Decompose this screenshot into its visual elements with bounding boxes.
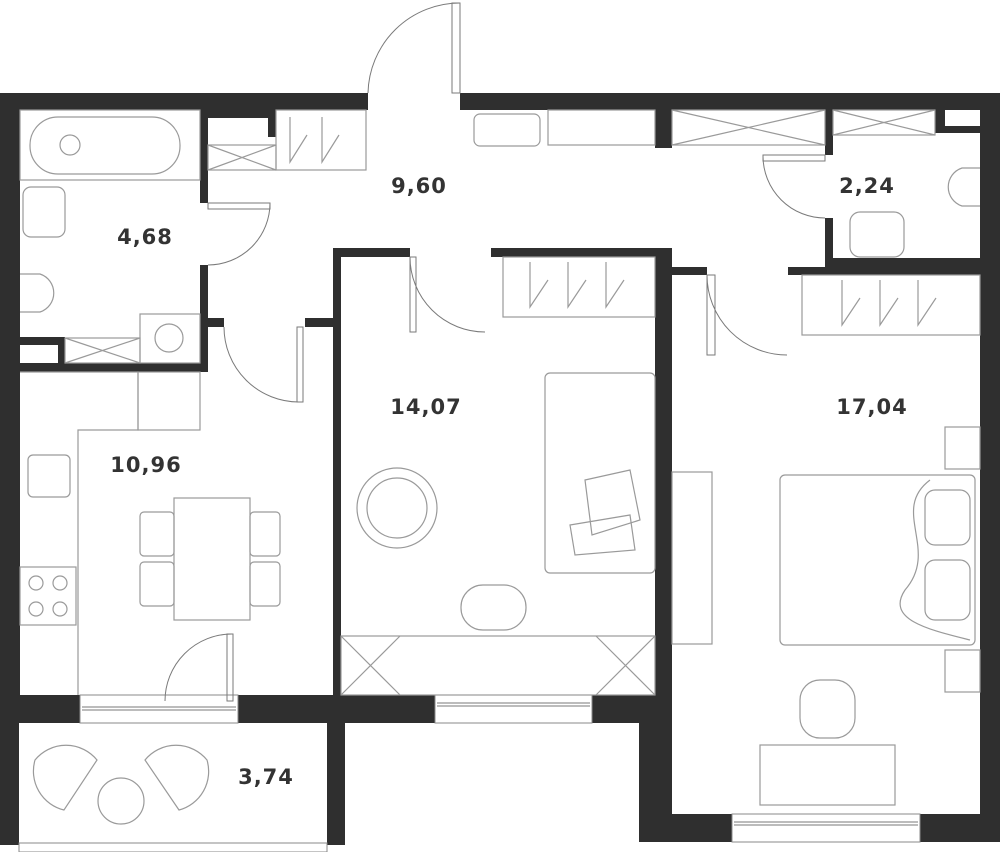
room-area-balcony: 3,74 [238, 765, 294, 789]
toilet-wc [947, 167, 980, 207]
room-area-toilet: 2,24 [839, 174, 895, 198]
room-wardrobe [502, 256, 656, 318]
bed [779, 474, 976, 646]
doors [164, 2, 826, 702]
room-chair [460, 584, 527, 631]
bedroom-desk [759, 744, 896, 806]
stove [19, 566, 77, 626]
room-area-bathroom: 4,68 [117, 225, 173, 249]
balcony-window [18, 842, 328, 852]
bedroom-wardrobe [801, 274, 981, 336]
windows [18, 694, 921, 852]
bathtub [19, 109, 201, 181]
room-area-hall: 9,60 [391, 174, 447, 198]
bathroom-toilet [20, 273, 55, 313]
dining-table [173, 497, 251, 621]
washing-machine [139, 313, 201, 364]
balcony-table [97, 777, 145, 825]
walls [0, 93, 1000, 845]
room-area-bedroom: 17,04 [836, 395, 908, 419]
round-rug [356, 467, 438, 549]
tv-stand [671, 471, 713, 645]
kitchen-window [79, 694, 239, 724]
room-area-room: 14,07 [390, 395, 462, 419]
room-sofa [544, 372, 656, 574]
balcony-armchair [144, 744, 210, 811]
room-area-kitchen: 10,96 [110, 453, 182, 477]
toilet-sink [849, 211, 905, 258]
bedroom-window [731, 813, 921, 843]
furniture [19, 109, 981, 825]
room-desk [340, 635, 656, 696]
kitchen-sink [27, 454, 71, 498]
bathroom-sink [22, 186, 66, 238]
bedroom-chair [799, 679, 856, 739]
hall-wardrobe [275, 109, 367, 171]
balcony-armchair [32, 744, 98, 811]
room-window [434, 694, 593, 724]
